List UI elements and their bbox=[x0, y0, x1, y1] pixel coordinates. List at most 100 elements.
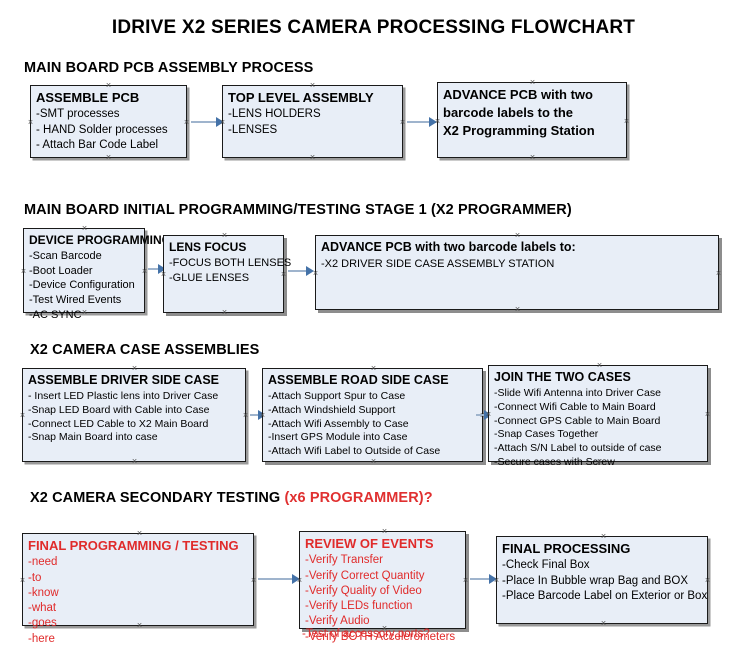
resize-handle-top[interactable] bbox=[600, 533, 607, 540]
connector-device-programming-to-lens-focus bbox=[148, 268, 162, 270]
resize-handle-left[interactable] bbox=[27, 119, 34, 126]
section-heading-text: MAIN BOARD INITIAL PROGRAMMING/TESTING S… bbox=[24, 202, 572, 218]
box-line: -need bbox=[28, 556, 58, 569]
box-line: -Snap LED Board with Cable into Case bbox=[28, 403, 210, 416]
box-line: -Attach Windshield Support bbox=[268, 403, 396, 416]
process-box-join-the-two-cases[interactable]: JOIN THE TWO CASES -Slide Wifi Antenna i… bbox=[488, 362, 711, 468]
box-title: ASSEMBLE DRIVER SIDE CASE bbox=[28, 373, 220, 387]
box-line: -X2 DRIVER SIDE CASE ASSEMBLY STATION bbox=[321, 257, 555, 270]
resize-handle-left[interactable] bbox=[19, 577, 26, 584]
box-title: DEVICE PROGRAMMING bbox=[29, 233, 172, 247]
box-title: FINAL PROCESSING bbox=[502, 541, 631, 556]
section-heading-x2-camera-case-assemblies: X2 CAMERA CASE ASSEMBLIES bbox=[30, 342, 259, 358]
process-box-advance-pcb-to-programming-station[interactable]: ADVANCE PCB with two barcode labels to t… bbox=[437, 82, 627, 158]
box-title: ASSEMBLE ROAD SIDE CASE bbox=[268, 373, 449, 387]
process-box-assemble-driver-side-case[interactable]: ASSEMBLE DRIVER SIDE CASE - Insert LED P… bbox=[22, 368, 246, 462]
connector-arrowhead bbox=[158, 264, 166, 274]
box-line: -Verify BOTH Accelerometers bbox=[305, 630, 456, 643]
box-line: -Device Configuration bbox=[29, 279, 135, 292]
connector-driver-case-to-road-case bbox=[250, 414, 264, 416]
process-box-final-programming-testing[interactable]: FINAL PROGRAMMING / TESTING -need -to -k… bbox=[19, 530, 257, 645]
resize-handle-top[interactable] bbox=[514, 232, 521, 239]
box-line: -Test Wired Events bbox=[29, 293, 122, 306]
resize-handle-top[interactable] bbox=[381, 528, 388, 535]
connector-assemble-pcb-to-top-level bbox=[191, 121, 219, 123]
box-line: -Snap Cases Together bbox=[494, 428, 599, 441]
resize-handle-top[interactable] bbox=[131, 365, 138, 372]
process-box-assemble-road-side-case[interactable]: ASSEMBLE ROAD SIDE CASE -Attach Support … bbox=[262, 368, 483, 462]
box-line: -Check Final Box bbox=[502, 559, 590, 572]
box-line: -Secure cases with Screw bbox=[494, 456, 615, 469]
box-line: -what bbox=[28, 602, 57, 615]
resize-handle-top[interactable] bbox=[370, 365, 377, 372]
process-box-final-processing[interactable]: FINAL PROCESSING -Check Final Box -Place… bbox=[496, 536, 708, 624]
resize-handle-left[interactable] bbox=[19, 412, 26, 419]
resize-handle-top[interactable] bbox=[529, 79, 536, 86]
resize-handle-right[interactable] bbox=[183, 119, 190, 126]
resize-handle-bottom[interactable] bbox=[600, 620, 607, 627]
resize-handle-right[interactable] bbox=[715, 270, 722, 277]
box-line: -Attach Support Spur to Case bbox=[268, 389, 406, 402]
box-line: -here bbox=[28, 632, 55, 645]
box-title: ASSEMBLE PCB bbox=[36, 90, 140, 105]
section-heading-text: X2 CAMERA CASE ASSEMBLIES bbox=[30, 342, 260, 358]
resize-handle-right[interactable] bbox=[242, 412, 249, 419]
box-line: -Attach Wifi Label to Outside of Case bbox=[268, 445, 441, 458]
resize-handle-right[interactable] bbox=[399, 119, 406, 126]
box-line: X2 Programming Station bbox=[443, 122, 595, 138]
resize-handle-right[interactable] bbox=[704, 411, 711, 418]
box-line: -Slide Wifi Antenna into Driver Case bbox=[494, 386, 661, 399]
resize-handle-top[interactable] bbox=[136, 530, 143, 537]
process-box-advance-pcb-to-driver-side-case[interactable]: ADVANCE PCB with two barcode labels to: … bbox=[315, 235, 719, 310]
connector-lens-focus-to-advance-pcb bbox=[288, 270, 310, 272]
resize-handle-bottom[interactable] bbox=[529, 154, 536, 161]
box-line: -AC SYNC bbox=[29, 308, 82, 321]
resize-handle-bottom[interactable] bbox=[131, 458, 138, 465]
box-line: -SMT processes bbox=[36, 108, 120, 121]
process-box-device-programming[interactable]: DEVICE PROGRAMMING -Scan Barcode -Boot L… bbox=[20, 225, 172, 321]
resize-handle-right[interactable] bbox=[462, 577, 469, 584]
box-line: -Connect Wifi Cable to Main Board bbox=[494, 400, 656, 413]
process-box-top-level-assembly[interactable]: TOP LEVEL ASSEMBLY -LENS HOLDERS -LENSES bbox=[222, 85, 403, 158]
resize-handle-top[interactable] bbox=[81, 225, 88, 232]
box-line: -Attach S/N Label to outside of case bbox=[494, 442, 662, 455]
connector-top-level-to-advance-pcb bbox=[407, 121, 431, 123]
box-line: -Place Barcode Label on Exterior or Box bbox=[502, 589, 708, 602]
process-box-lens-focus[interactable]: LENS FOCUS -FOCUS BOTH LENSES -GLUE LENS… bbox=[163, 232, 291, 316]
process-box-review-of-events[interactable]: REVIEW OF EVENTS -Verify Transfer -Verif… bbox=[299, 528, 469, 643]
resize-handle-bottom[interactable] bbox=[309, 154, 316, 161]
resize-handle-bottom[interactable] bbox=[221, 309, 228, 316]
box-line: -GLUE LENSES bbox=[169, 271, 250, 284]
resize-handle-top[interactable] bbox=[309, 82, 316, 89]
box-title: TOP LEVEL ASSEMBLY bbox=[228, 90, 374, 105]
resize-handle-left[interactable] bbox=[20, 268, 27, 275]
process-box-assemble-pcb[interactable]: ASSEMBLE PCB -SMT processes - HAND Solde… bbox=[30, 85, 187, 158]
box-line: -Scan Barcode bbox=[29, 250, 102, 262]
connector-review-of-events-to-final-processing bbox=[470, 578, 492, 580]
box-line: -Connect GPS Cable to Main Board bbox=[494, 414, 661, 427]
section-heading-x2-camera-secondary-testing: X2 CAMERA SECONDARY TESTING (x6 PROGRAMM… bbox=[30, 490, 433, 506]
box-title: FINAL PROGRAMMING / TESTING bbox=[28, 538, 239, 553]
resize-handle-top[interactable] bbox=[221, 232, 228, 239]
box-line: -Verify LEDs function bbox=[305, 600, 413, 613]
resize-handle-right[interactable] bbox=[141, 268, 148, 275]
box-line: -LENSES bbox=[228, 123, 278, 136]
box-line: -Attach Wifi Assembly to Case bbox=[268, 417, 409, 430]
resize-handle-right[interactable] bbox=[704, 577, 711, 584]
resize-handle-right[interactable] bbox=[623, 118, 630, 125]
section-heading-text: X2 CAMERA SECONDARY TESTING bbox=[30, 490, 285, 506]
resize-handle-bottom[interactable] bbox=[514, 306, 521, 313]
box-line: -Boot Loader bbox=[29, 264, 93, 277]
box-line: -goes bbox=[28, 617, 57, 630]
resize-handle-top[interactable] bbox=[105, 82, 112, 89]
resize-handle-right[interactable] bbox=[250, 577, 257, 584]
page-title: IDRIVE X2 SERIES CAMERA PROCESSING FLOWC… bbox=[111, 17, 636, 38]
box-title: ADVANCE PCB with two bbox=[443, 87, 593, 102]
resize-handle-bottom[interactable] bbox=[105, 154, 112, 161]
resize-handle-right[interactable] bbox=[280, 271, 287, 278]
resize-handle-top[interactable] bbox=[596, 362, 603, 369]
box-line: -Snap Main Board into case bbox=[28, 431, 158, 444]
box-line: -know bbox=[28, 586, 59, 599]
connector-arrowhead bbox=[489, 574, 497, 584]
